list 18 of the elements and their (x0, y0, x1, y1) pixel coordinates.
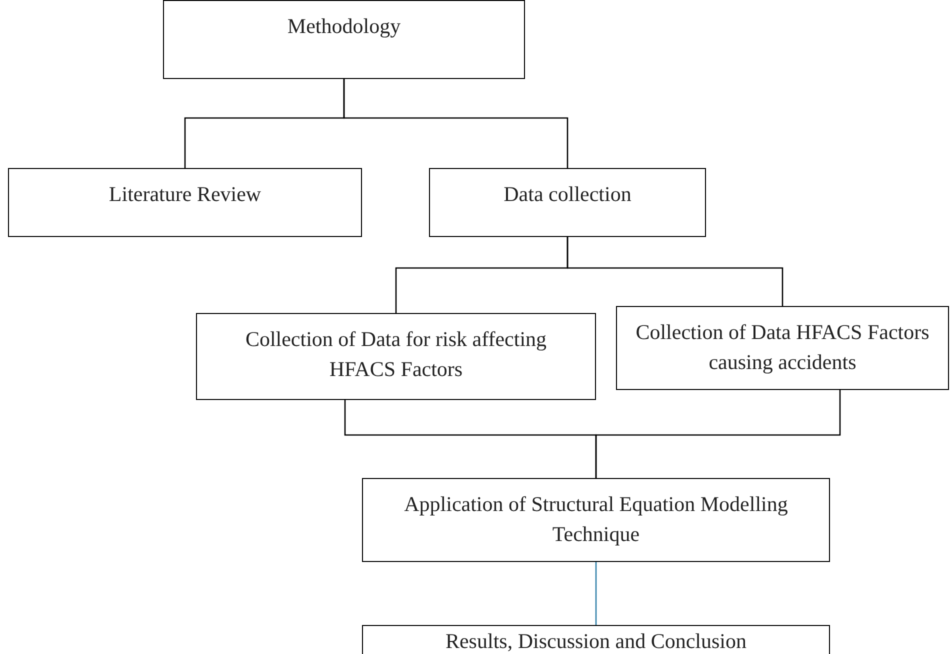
box-label: Literature Review (108, 181, 262, 208)
process-box (8, 168, 362, 237)
process-box (362, 478, 830, 562)
box-label: Results, Discussion and Conclusion (444, 628, 748, 654)
process-box (429, 168, 706, 237)
box-label: Collection of Data HFACS Factors causing accidents (634, 319, 930, 376)
box-label: Data collection (502, 181, 632, 208)
connector-line (595, 390, 841, 478)
box-label: Collection of Data for risk affecting HFACS Factors (244, 326, 548, 384)
process-box (196, 313, 596, 400)
process-box (362, 625, 830, 654)
process-box (616, 306, 949, 390)
box-label: Application of Structural Equation Modelling Technique (403, 491, 789, 548)
process-box (163, 0, 525, 79)
box-label: Methodology (286, 13, 402, 40)
connector-line (566, 237, 784, 306)
connector-line (595, 562, 597, 625)
connector-line (343, 79, 568, 168)
